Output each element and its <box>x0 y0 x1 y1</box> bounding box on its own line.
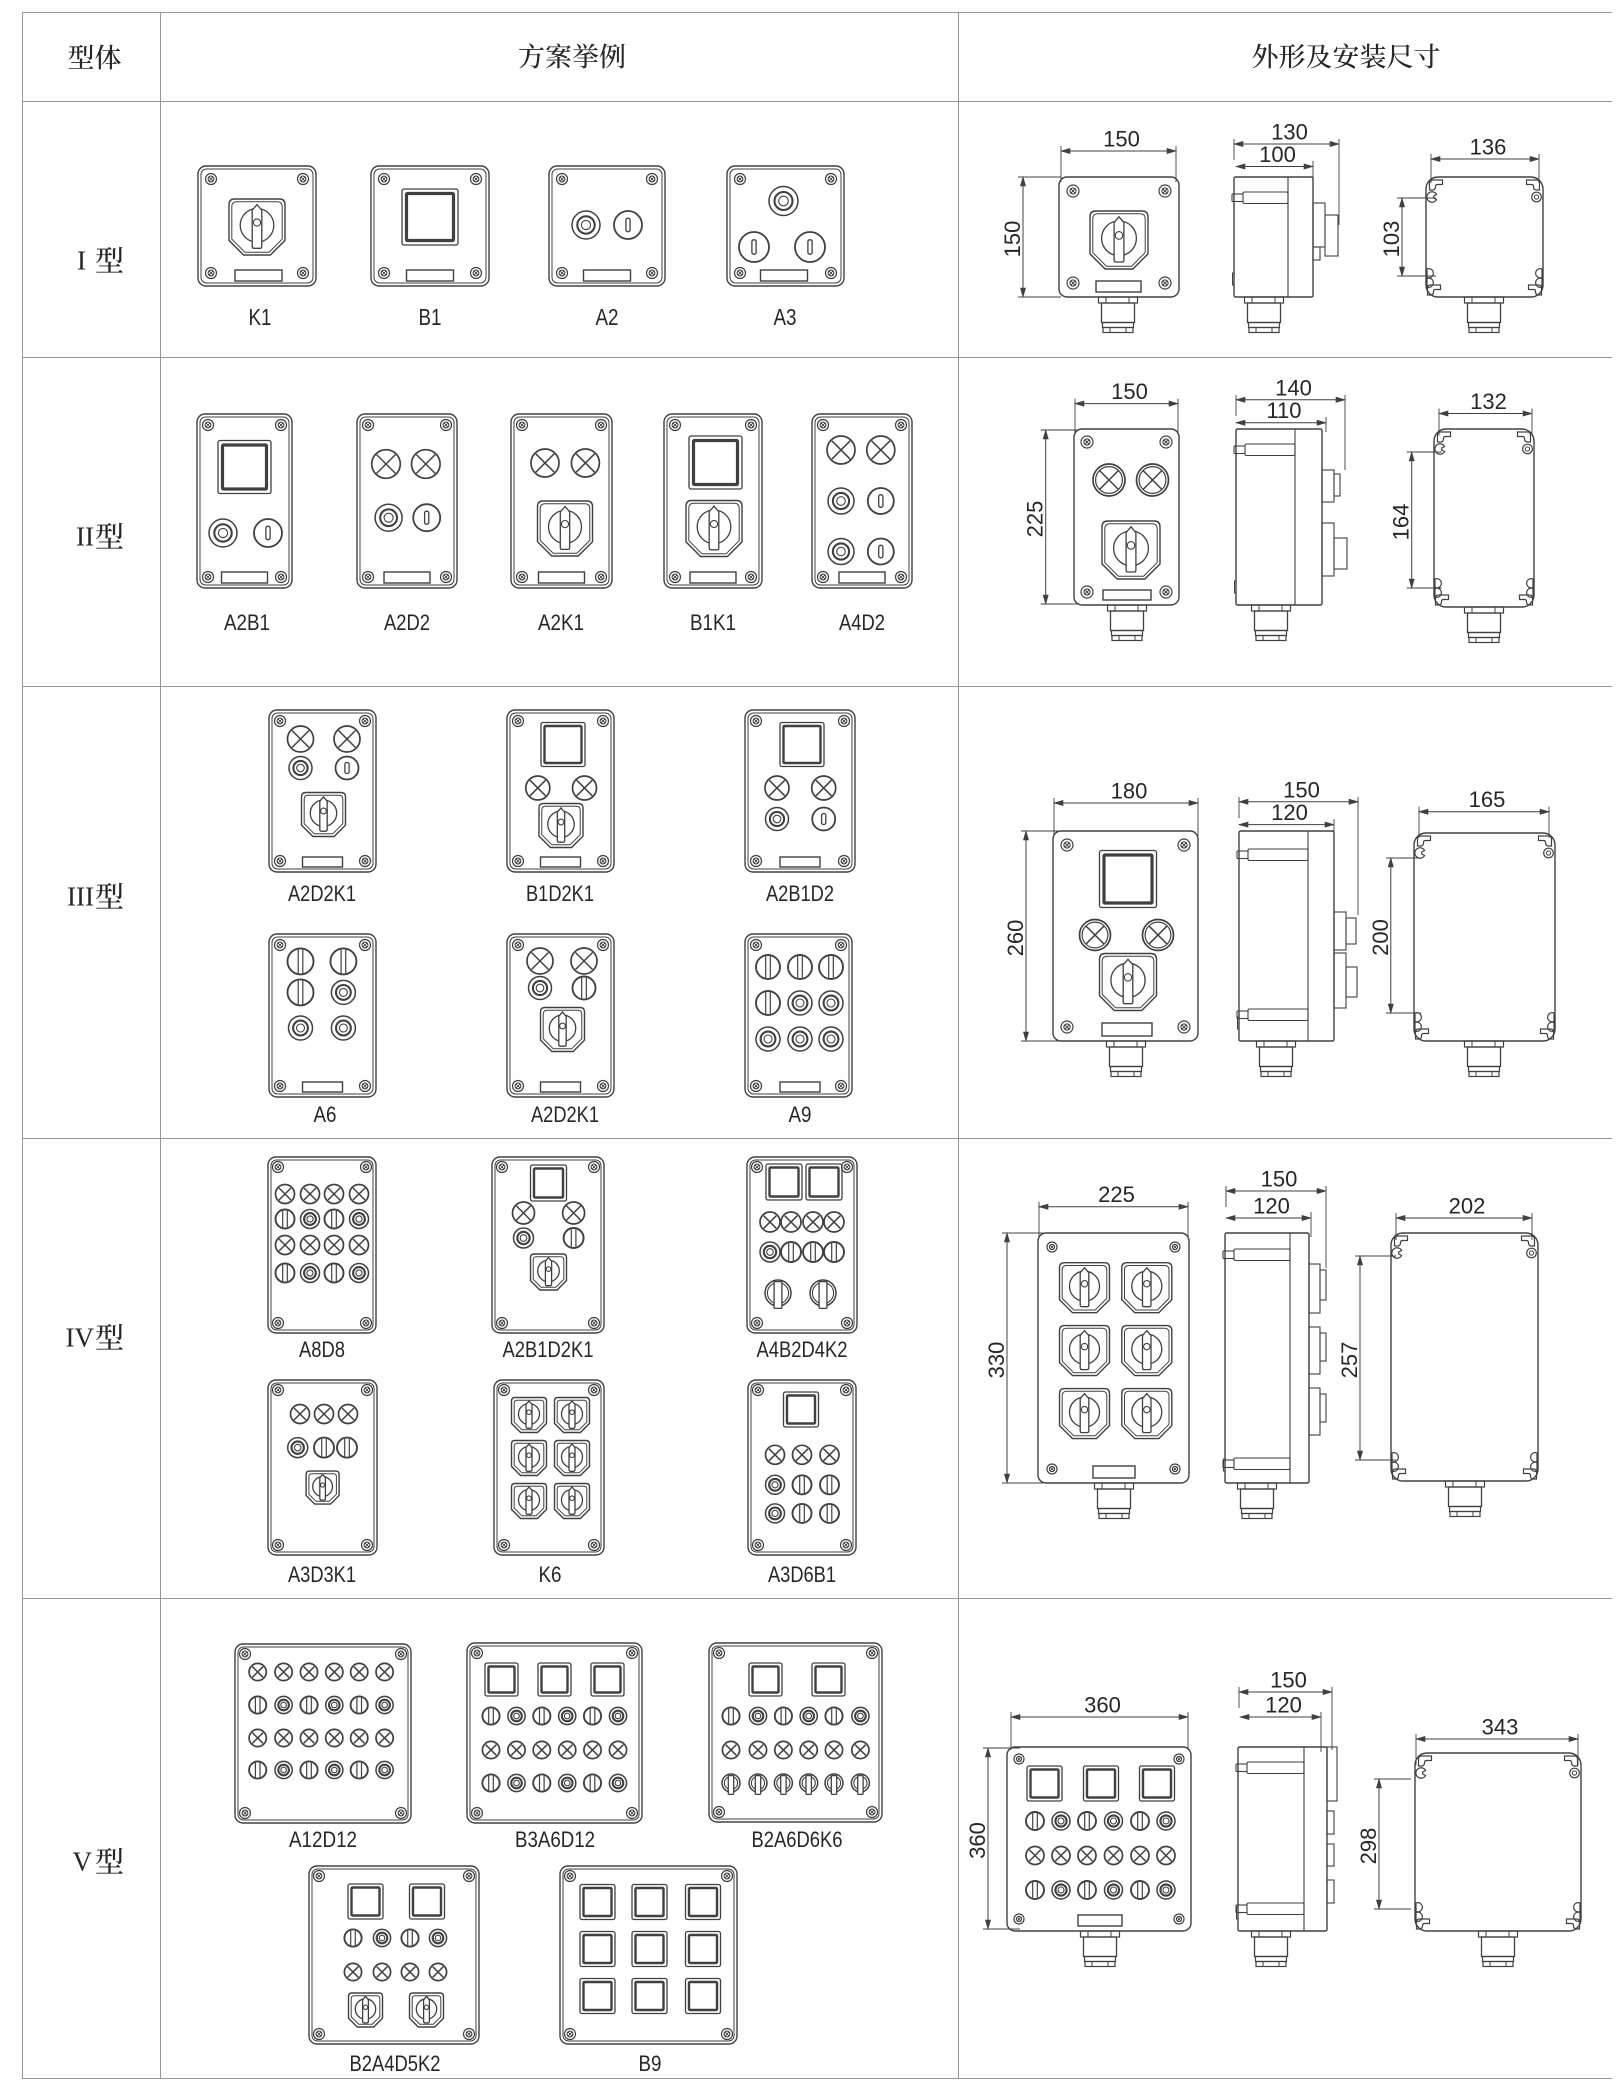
svg-text:A9: A9 <box>789 1102 812 1127</box>
svg-text:A3: A3 <box>774 304 797 330</box>
svg-text:B2A4D5K2: B2A4D5K2 <box>350 2051 441 2076</box>
svg-text:132: 132 <box>1470 389 1507 414</box>
svg-text:IV: IV <box>66 1323 95 1353</box>
svg-text:343: 343 <box>1482 1715 1519 1740</box>
svg-text:A2B1: A2B1 <box>224 610 270 635</box>
svg-text:257: 257 <box>1337 1342 1362 1379</box>
svg-text:150: 150 <box>1270 1668 1307 1693</box>
svg-text:A2D2: A2D2 <box>384 610 430 635</box>
svg-text:130: 130 <box>1271 120 1308 145</box>
svg-text:200: 200 <box>1368 919 1393 956</box>
svg-text:III: III <box>67 882 94 912</box>
svg-text:A6: A6 <box>314 1102 337 1127</box>
svg-text:K6: K6 <box>539 1562 562 1587</box>
svg-text:B1D2K1: B1D2K1 <box>526 881 594 906</box>
svg-text:225: 225 <box>1098 1182 1135 1207</box>
svg-text:202: 202 <box>1449 1194 1486 1219</box>
svg-text:260: 260 <box>1003 920 1028 957</box>
svg-text:K1: K1 <box>249 304 272 330</box>
svg-text:120: 120 <box>1253 1194 1290 1219</box>
svg-text:A2D2K1: A2D2K1 <box>288 881 356 906</box>
svg-text:A8D8: A8D8 <box>299 1337 345 1362</box>
svg-text:A2B1D2K1: A2B1D2K1 <box>503 1337 594 1362</box>
svg-text:150: 150 <box>1103 127 1140 152</box>
svg-text:A4B2D4K2: A4B2D4K2 <box>757 1337 848 1362</box>
svg-text:136: 136 <box>1470 135 1507 160</box>
svg-text:298: 298 <box>1356 1828 1381 1865</box>
svg-text:330: 330 <box>984 1342 1009 1379</box>
svg-text:A3D6B1: A3D6B1 <box>768 1562 836 1587</box>
svg-text:140: 140 <box>1275 375 1312 400</box>
svg-text:A2: A2 <box>596 304 619 330</box>
svg-text:A2K1: A2K1 <box>538 610 584 635</box>
svg-text:100: 100 <box>1259 142 1296 167</box>
svg-text:103: 103 <box>1379 221 1404 258</box>
svg-text:B1K1: B1K1 <box>690 610 736 635</box>
svg-text:A2D2K1: A2D2K1 <box>531 1102 599 1127</box>
svg-text:165: 165 <box>1469 787 1506 812</box>
svg-text:B2A6D6K6: B2A6D6K6 <box>752 1827 843 1852</box>
svg-text:120: 120 <box>1265 1693 1302 1718</box>
svg-text:A2B1D2: A2B1D2 <box>766 881 834 906</box>
svg-text:225: 225 <box>1023 501 1048 538</box>
svg-text:B9: B9 <box>639 2051 662 2076</box>
svg-text:360: 360 <box>1084 1693 1121 1718</box>
svg-text:V: V <box>73 1847 93 1877</box>
svg-text:A12D12: A12D12 <box>289 1827 357 1852</box>
svg-text:180: 180 <box>1111 779 1148 804</box>
svg-text:120: 120 <box>1271 800 1308 825</box>
svg-text:150: 150 <box>1283 777 1320 802</box>
svg-text:360: 360 <box>965 1822 990 1859</box>
svg-text:A4D2: A4D2 <box>839 610 885 635</box>
svg-text:150: 150 <box>1000 221 1025 258</box>
svg-text:II: II <box>76 522 94 552</box>
svg-text:A3D3K1: A3D3K1 <box>288 1562 356 1587</box>
svg-text:B1: B1 <box>419 304 442 330</box>
svg-text:110: 110 <box>1266 398 1301 423</box>
svg-text:150: 150 <box>1261 1167 1298 1192</box>
svg-text:150: 150 <box>1111 379 1148 404</box>
svg-text:I: I <box>77 246 86 276</box>
svg-text:164: 164 <box>1389 504 1414 541</box>
svg-text:B3A6D12: B3A6D12 <box>515 1827 595 1852</box>
